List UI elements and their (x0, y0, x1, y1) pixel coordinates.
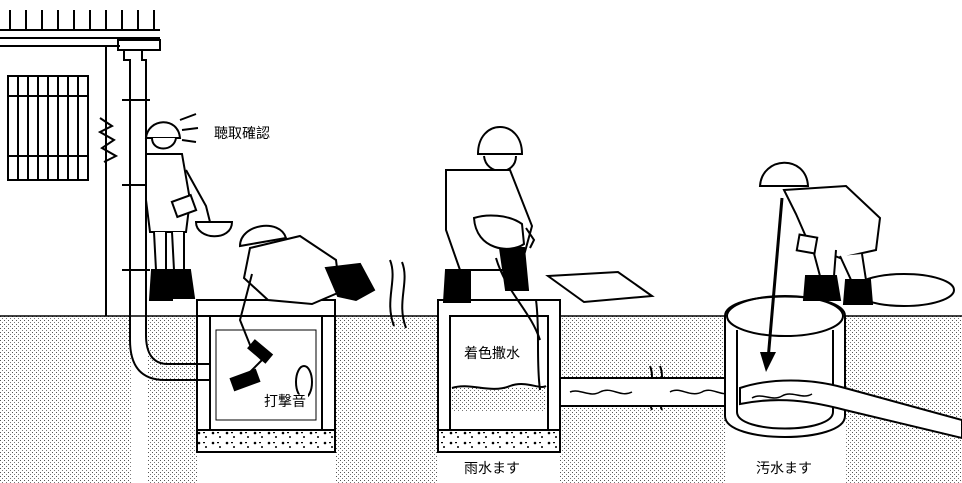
rainwater-cover (545, 270, 655, 304)
house-wall (0, 10, 160, 316)
window-grille (7, 75, 89, 181)
label-sewage-basin: 汚水ます (756, 461, 812, 477)
observer-figure (758, 161, 882, 305)
label-rainwater-basin: 雨水ます (464, 461, 520, 477)
label-hammering-sound: 打撃音 (262, 394, 308, 410)
hammer-basin (196, 299, 336, 453)
listener-figure (144, 121, 234, 301)
pouring-figure (442, 126, 541, 391)
downpipe (117, 39, 210, 381)
sight-arrow (760, 197, 784, 372)
vibration-marks (97, 113, 199, 163)
sewage-basin (724, 295, 962, 440)
label-listening-check: 聴取確認 (212, 126, 272, 142)
rainwater-basin (437, 299, 561, 453)
label-colored-water: 着色撒水 (462, 346, 522, 362)
hammering-figure (229, 224, 376, 392)
connecting-pipe (559, 377, 741, 407)
